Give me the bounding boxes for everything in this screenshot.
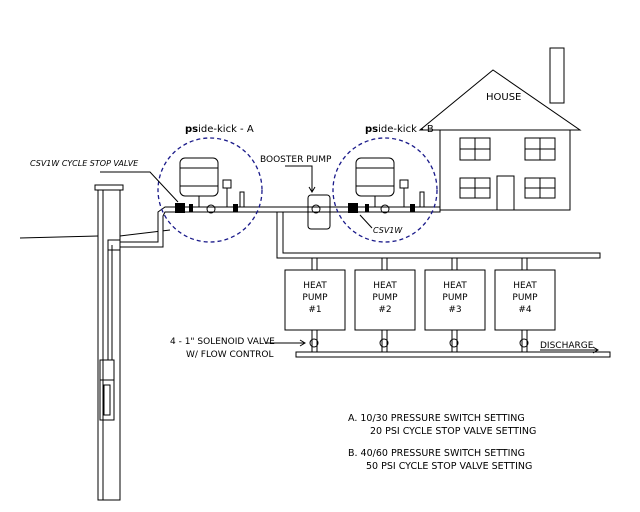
heat-pump-3-line1: HEAT bbox=[443, 281, 467, 291]
heat-pump-1-number: #1 bbox=[308, 305, 321, 315]
booster-pump-label: BOOSTER PUMP bbox=[260, 155, 332, 165]
note-a-pressure-switch: A. 10/30 PRESSURE SWITCH SETTING bbox=[348, 413, 525, 424]
note-a-csv: 20 PSI CYCLE STOP VALVE SETTING bbox=[370, 426, 536, 437]
sidekick-b: pside-kick - B CSV1W bbox=[332, 124, 438, 243]
heat-pump-4-number: #4 bbox=[518, 305, 532, 315]
heat-pump-2-line2: PUMP bbox=[372, 293, 398, 303]
heat-pump-2-line1: HEAT bbox=[373, 281, 397, 291]
solenoid-valve-label: 4 - 1" SOLENOID VALVE bbox=[170, 337, 275, 347]
heat-pump-1-line2: PUMP bbox=[302, 293, 328, 303]
heat-pumps: HEAT PUMP #1 HEAT PUMP #2 HEAT PUMP #3 H… bbox=[284, 269, 556, 331]
heat-pump-4-line2: PUMP bbox=[512, 293, 538, 303]
sidekick-a-label: pside-kick - A bbox=[185, 124, 254, 135]
heat-pump-1-line1: HEAT bbox=[303, 281, 327, 291]
csv1w-cycle-stop-valve-label: CSV1W CYCLE STOP VALVE bbox=[30, 159, 139, 168]
settings-notes: A. 10/30 PRESSURE SWITCH SETTING 20 PSI … bbox=[348, 413, 536, 472]
well bbox=[94, 184, 124, 501]
heat-pump-3-number: #3 bbox=[448, 305, 461, 315]
solenoid-valves bbox=[309, 338, 529, 348]
heat-pump-2-number: #2 bbox=[378, 305, 391, 315]
heat-pump-3-line2: PUMP bbox=[442, 293, 468, 303]
house: HOUSE bbox=[418, 47, 582, 211]
sidekick-a: pside-kick - A CSV1W CYCLE STOP VALVE bbox=[30, 124, 263, 243]
heat-pump-4-line1: HEAT bbox=[513, 281, 537, 291]
booster-pump: BOOSTER PUMP bbox=[260, 155, 332, 230]
csv1w-label: CSV1W bbox=[373, 226, 403, 235]
discharge-label: DISCHARGE bbox=[540, 341, 594, 351]
note-b-csv: 50 PSI CYCLE STOP VALVE SETTING bbox=[366, 461, 532, 472]
flow-control-label: W/ FLOW CONTROL bbox=[186, 350, 273, 360]
note-b-pressure-switch: B. 40/60 PRESSURE SWITCH SETTING bbox=[348, 448, 525, 459]
sidekick-b-label: pside-kick - B bbox=[365, 124, 434, 135]
house-label: HOUSE bbox=[486, 92, 521, 103]
